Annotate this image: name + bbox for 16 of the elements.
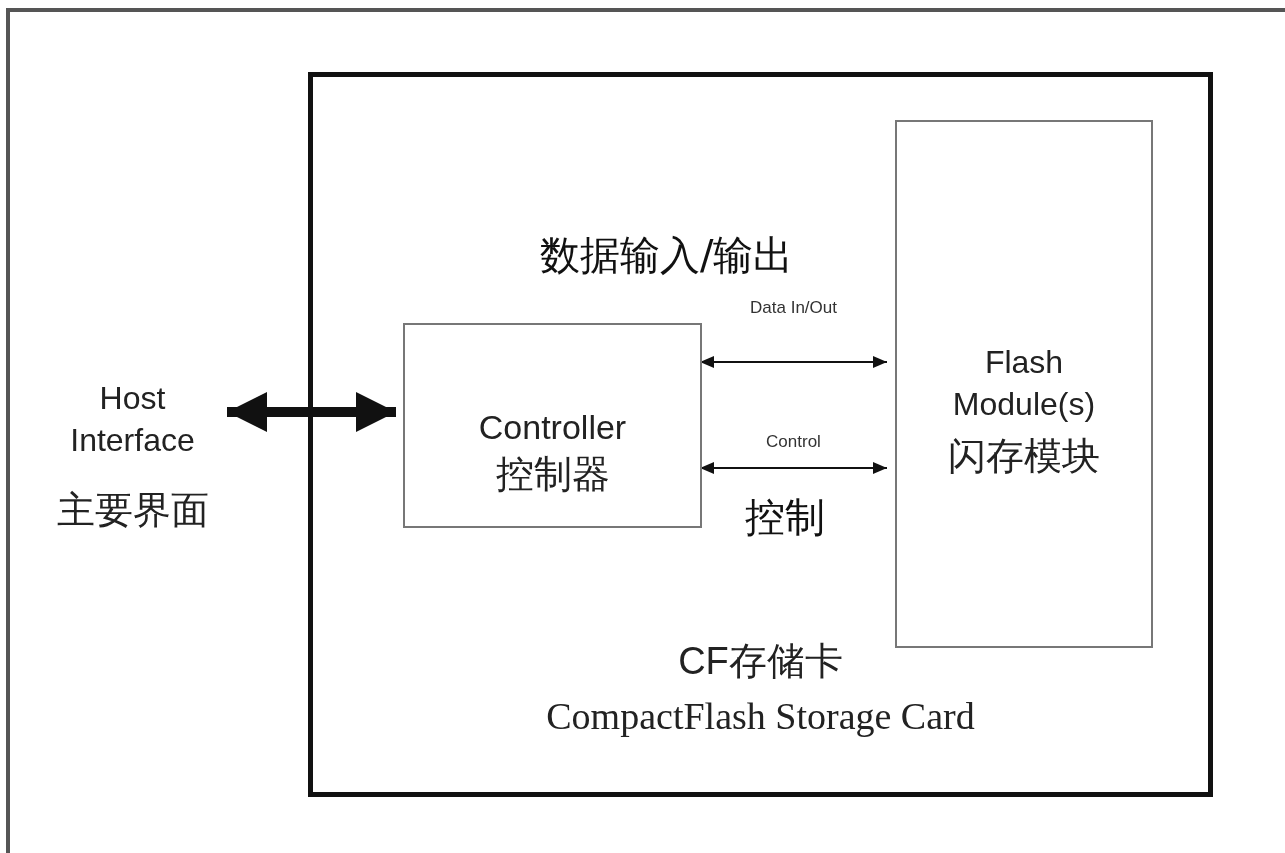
double-arrow <box>227 392 396 432</box>
controller-label: Controller <box>477 407 628 448</box>
host-interface-label-cn: 主要界面 <box>55 488 210 533</box>
controller-label-cn: 控制器 <box>494 452 611 497</box>
card-title-cn: CF存储卡 <box>677 639 844 684</box>
double-arrow <box>699 462 888 474</box>
control-label-cn: 控制 <box>745 493 825 542</box>
host-interface-label: Host Interface <box>69 379 196 460</box>
data-io-label-cn: 数据输入/输出 <box>540 231 794 280</box>
flash-module-box <box>895 120 1153 648</box>
card-title: CompactFlash Storage Card <box>545 694 976 739</box>
double-arrow <box>699 356 888 368</box>
flash-module-label-cn: 闪存模块 <box>947 434 1101 479</box>
flash-module-label: Flash Module(s) <box>951 343 1097 424</box>
controller-box <box>403 323 702 528</box>
storage-card-box <box>308 72 1213 797</box>
